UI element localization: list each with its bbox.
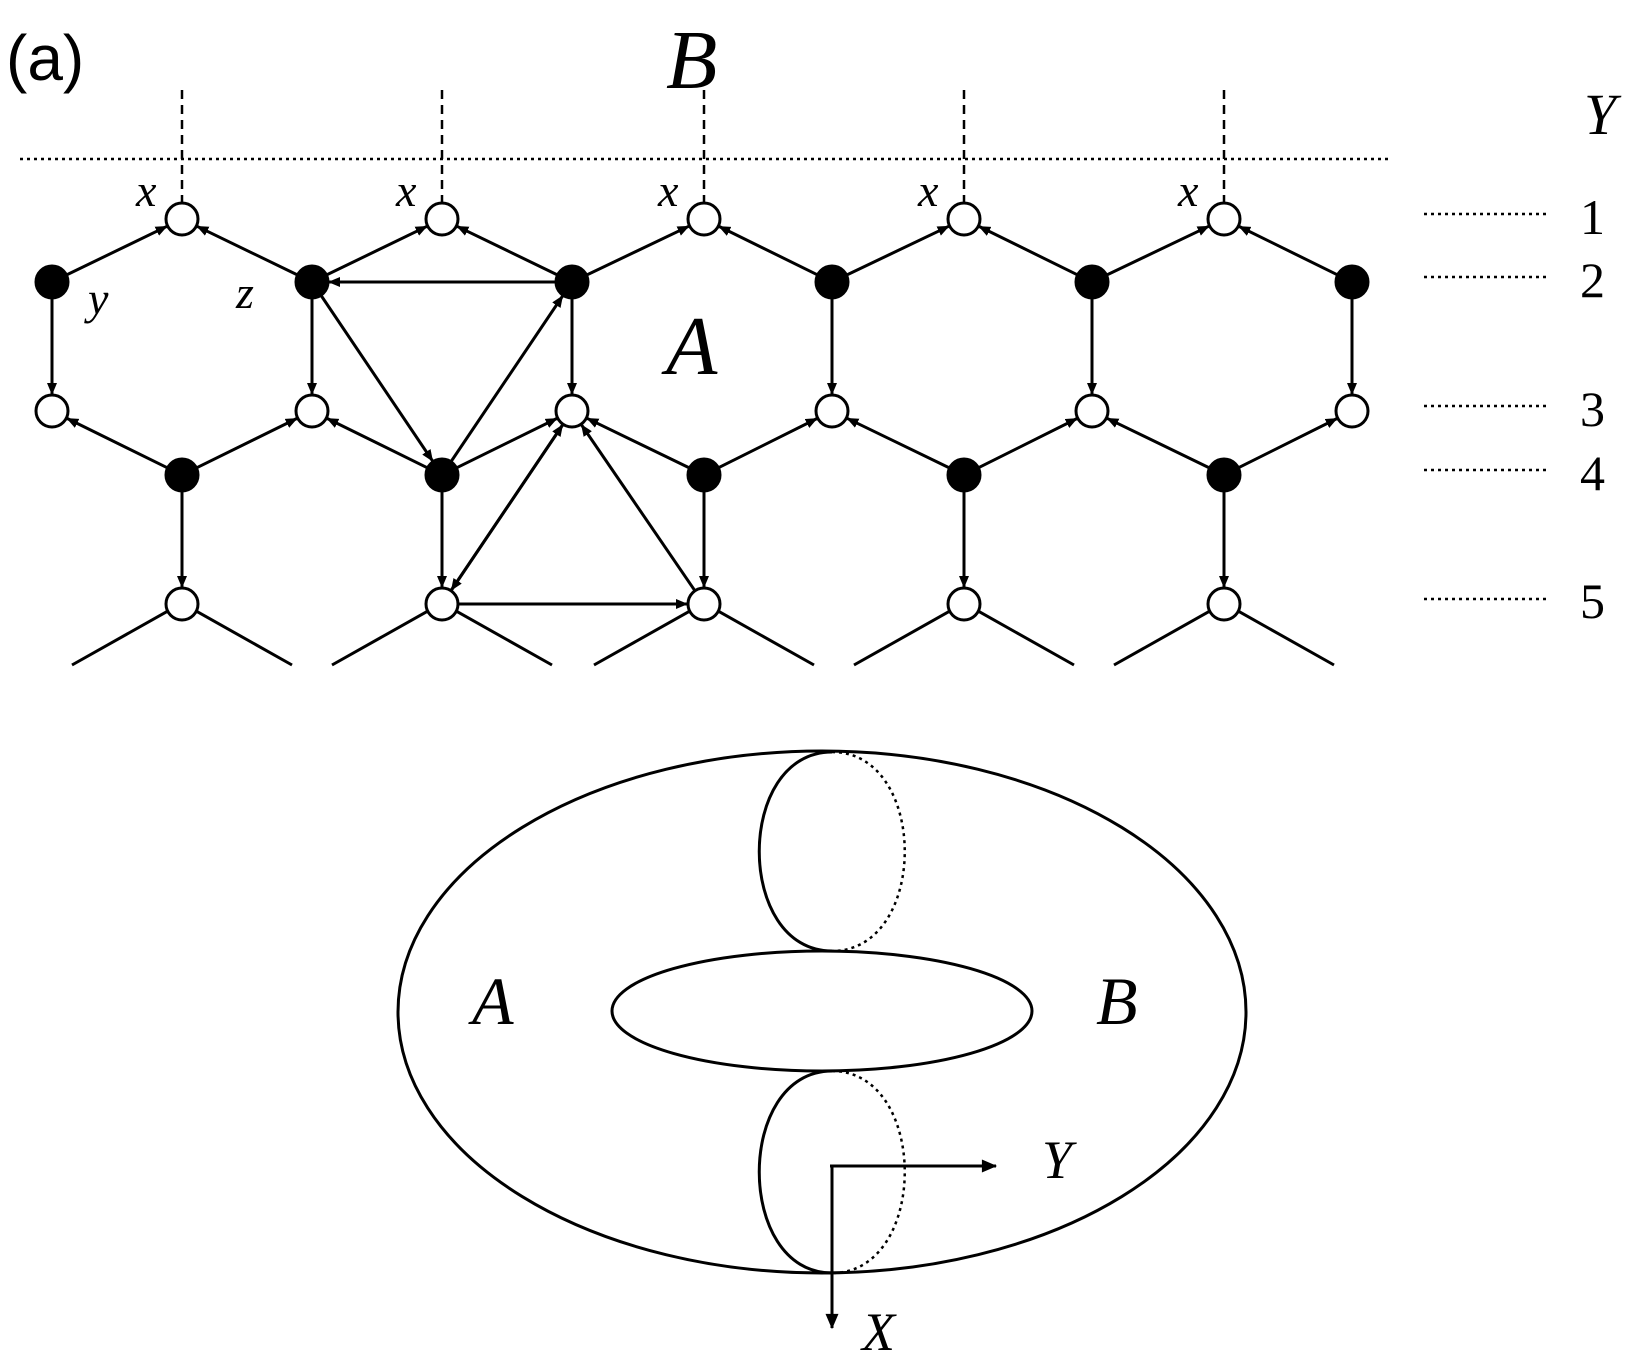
open-site-row5-4 — [946, 586, 982, 622]
bond-r2-r1-left-4 — [978, 225, 1079, 277]
bond-r2-r1-right-2 — [325, 225, 428, 277]
bond-r4-r3-left-3 — [586, 417, 691, 470]
filled-site-row2-1 — [34, 264, 70, 300]
triangle-arrow-right-up — [449, 295, 564, 463]
leg-right-3 — [717, 609, 815, 667]
bond-r4-r3-right-2 — [455, 417, 558, 470]
open-site-row3-4 — [814, 393, 850, 429]
bond-label-x-3: x — [657, 165, 679, 216]
torus-diagram — [396, 749, 1248, 1330]
bond-r2-r1-left-1 — [196, 225, 299, 277]
bond-r2-r1-right-5 — [1105, 224, 1210, 277]
filled-site-row4-1 — [164, 457, 200, 493]
bond-label-z: z — [235, 267, 254, 318]
torus-x-axis-label: X — [860, 1302, 897, 1362]
bond-label-x-5: x — [1177, 165, 1199, 216]
open-site-row5-3 — [686, 586, 722, 622]
upper-cut-front — [757, 750, 833, 953]
triangle-arrow-lower-left-back — [449, 424, 564, 592]
row-label-3: 3 — [1580, 381, 1605, 437]
open-site-row5-1 — [164, 586, 200, 622]
bond-r2-r1-left-2 — [456, 225, 559, 277]
leg-right-5 — [1237, 609, 1335, 667]
leg-right-1 — [195, 609, 293, 667]
lattice-bonds — [47, 224, 1357, 588]
bond-r2-r1-left-5 — [1238, 225, 1339, 277]
bond-label-x-2: x — [395, 165, 417, 216]
y-axis-label: Y — [1584, 82, 1622, 147]
filled-site-row4-4 — [946, 457, 982, 493]
bond-label-x-4: x — [917, 165, 939, 216]
row-guide-lines — [1424, 212, 1550, 601]
open-site-row3-6 — [1334, 393, 1370, 429]
torus-y-axis-label: Y — [1042, 1130, 1077, 1190]
open-site-row1-5 — [1206, 201, 1242, 237]
torus-region-b-label: B — [1096, 963, 1138, 1039]
leg-left-4 — [853, 609, 951, 667]
leg-left-3 — [593, 609, 691, 667]
region-a-label: A — [661, 300, 718, 393]
panel-label: (a) — [6, 22, 84, 94]
open-site-row5-2 — [424, 586, 460, 622]
bond-r2-r1-left-3 — [718, 225, 819, 277]
upper-cut-back — [831, 750, 906, 953]
leg-left-2 — [331, 609, 429, 667]
lower-open-legs — [71, 609, 1335, 667]
region-b-label: B — [666, 14, 717, 107]
bond-r4-r3-left-5 — [1106, 417, 1211, 470]
bond-r2-r1-right-4 — [845, 224, 950, 277]
bond-r2-r1-right-3 — [585, 224, 690, 277]
bond-label-x-1: x — [135, 165, 157, 216]
triangle-arrow-lower-right — [580, 424, 697, 592]
open-site-row1-4 — [946, 201, 982, 237]
bond-r2-r1-right-1 — [65, 225, 168, 277]
bond-r4-r3-right-1 — [195, 417, 298, 470]
leg-right-4 — [977, 609, 1075, 667]
lower-cut-front — [757, 1069, 833, 1275]
bond-r4-r3-left-2 — [326, 417, 429, 470]
row-label-1: 1 — [1580, 189, 1605, 245]
leg-left-5 — [1113, 609, 1211, 667]
open-site-row3-1 — [34, 393, 70, 429]
open-site-row3-3 — [554, 393, 590, 429]
open-site-row3-2 — [294, 393, 330, 429]
open-site-row3-5 — [1074, 393, 1110, 429]
bond-r4-r3-right-5 — [1237, 417, 1338, 470]
open-site-row1-2 — [424, 201, 460, 237]
open-site-row1-3 — [686, 201, 722, 237]
filled-site-row4-2 — [424, 457, 460, 493]
lower-cut-back — [831, 1069, 906, 1275]
torus-region-a-label: A — [468, 963, 514, 1039]
torus-hole-ellipse — [610, 949, 1034, 1073]
filled-site-row2-6 — [1334, 264, 1370, 300]
filled-site-row2-4 — [814, 264, 850, 300]
leg-right-2 — [455, 609, 553, 667]
bond-r4-r3-right-3 — [717, 417, 818, 470]
open-site-row5-5 — [1206, 586, 1242, 622]
filled-site-row2-2 — [294, 264, 330, 300]
bond-r4-r3-left-1 — [66, 417, 169, 470]
boundary-dashed-bonds — [180, 90, 1226, 203]
open-site-row1-1 — [164, 201, 200, 237]
row-label-5: 5 — [1580, 573, 1605, 629]
lattice-sites — [34, 201, 1370, 622]
bond-r4-r3-right-4 — [977, 417, 1078, 470]
filled-site-row4-3 — [686, 457, 722, 493]
filled-site-row4-5 — [1206, 457, 1242, 493]
triangle-arrows — [319, 277, 697, 609]
leg-left-1 — [71, 609, 169, 667]
filled-site-row2-3 — [554, 264, 590, 300]
row-label-2: 2 — [1580, 252, 1605, 308]
filled-site-row2-5 — [1074, 264, 1110, 300]
bond-r4-r3-left-4 — [846, 417, 951, 470]
bond-label-y: y — [84, 273, 109, 324]
triangle-arrow-left-down — [319, 294, 434, 462]
row-label-4: 4 — [1580, 445, 1605, 501]
